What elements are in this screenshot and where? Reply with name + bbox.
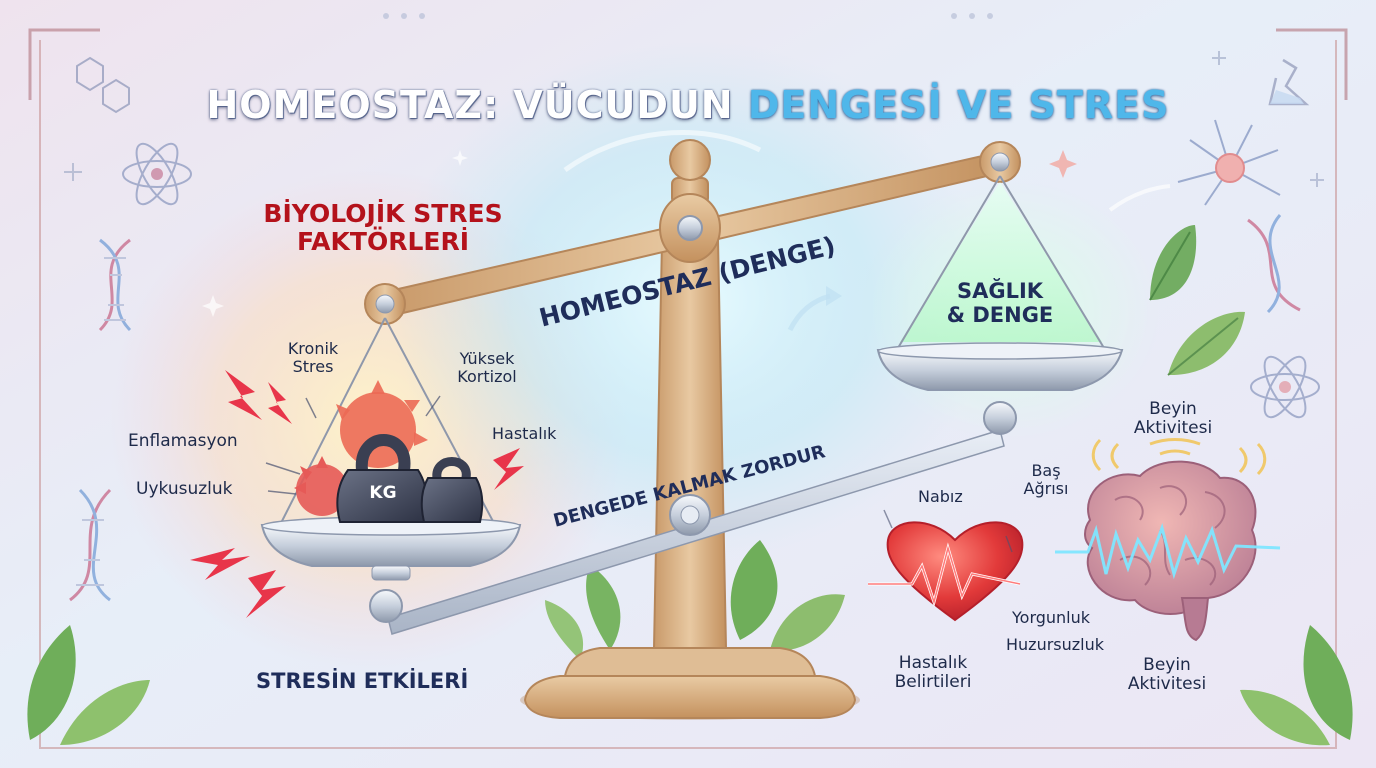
page-title: HOMEOSTAZ: VÜCUDUN DENGESİ VE STRES (0, 83, 1376, 127)
leaf-icon-bottom-right (1240, 625, 1353, 746)
factor-hastalik: Hastalık (492, 424, 557, 443)
leaf-icon-right-upper (1149, 225, 1245, 376)
atom-icon-left (122, 142, 192, 206)
dna-icon-left-bottom (69, 488, 112, 602)
label-beyin-aktivitesi-top: Beyin Aktivitesi (1133, 399, 1213, 439)
frame-border (39, 40, 1337, 749)
right-pan-label: SAĞLIK & DENGE (946, 279, 1054, 327)
dna-icon-left (98, 238, 132, 332)
factor-enflamasyon: Enflamasyon (128, 431, 238, 451)
right-pan (876, 175, 1124, 391)
label-beyin-aktivitesi-bottom: Beyin Aktivitesi (1127, 655, 1207, 695)
lower-rod (369, 401, 1017, 635)
left-pan (260, 317, 522, 581)
dna-icon-right (1247, 214, 1301, 314)
heading-line-2: FAKTÖRLERİ (296, 227, 470, 256)
stress-effects-label: STRESİN ETKİLERİ (256, 669, 469, 693)
scale-beam (364, 141, 1021, 325)
heart-icon (868, 521, 1024, 622)
label-hastalik-belirtileri: Hastalık Belirtileri (894, 653, 972, 693)
molecule-icon (76, 56, 130, 114)
label-huzursuzluk: Huzursuzluk (1006, 635, 1105, 654)
heading-line-1: BİYOLOJİK STRES (263, 199, 503, 228)
factor-uykusuzluk: Uykusuzluk (136, 479, 233, 499)
atom-icon-right (1250, 355, 1320, 419)
lightning-icon (190, 370, 524, 618)
factor-yuksek-kortizol: Yüksek Kortizol (457, 349, 517, 386)
weight-label: KG (369, 483, 397, 503)
neuron-icon (1177, 119, 1281, 206)
flask-icon (1268, 58, 1310, 106)
brain-icon (1055, 438, 1281, 642)
title-accent-text: DENGESİ VE STRES (747, 83, 1170, 128)
virus-icon (294, 380, 428, 516)
label-bas-agrisi: Baş Ağrısı (1023, 461, 1069, 498)
title-main-text: HOMEOSTAZ: VÜCUDUN (206, 83, 748, 128)
factor-kronik-stres: Kronik Stres (287, 339, 339, 376)
biological-stress-heading: BİYOLOJİK STRES FAKTÖRLERİ (228, 200, 538, 256)
sparkle-icon (1049, 150, 1077, 178)
leaf-icon-base (545, 540, 845, 660)
label-yorgunluk: Yorgunluk (1012, 608, 1091, 627)
kettlebell-weight-icon (336, 434, 484, 523)
scale-base (520, 647, 860, 720)
leaf-icon-bottom-left (27, 625, 150, 745)
label-nabiz: Nabız (918, 487, 963, 506)
